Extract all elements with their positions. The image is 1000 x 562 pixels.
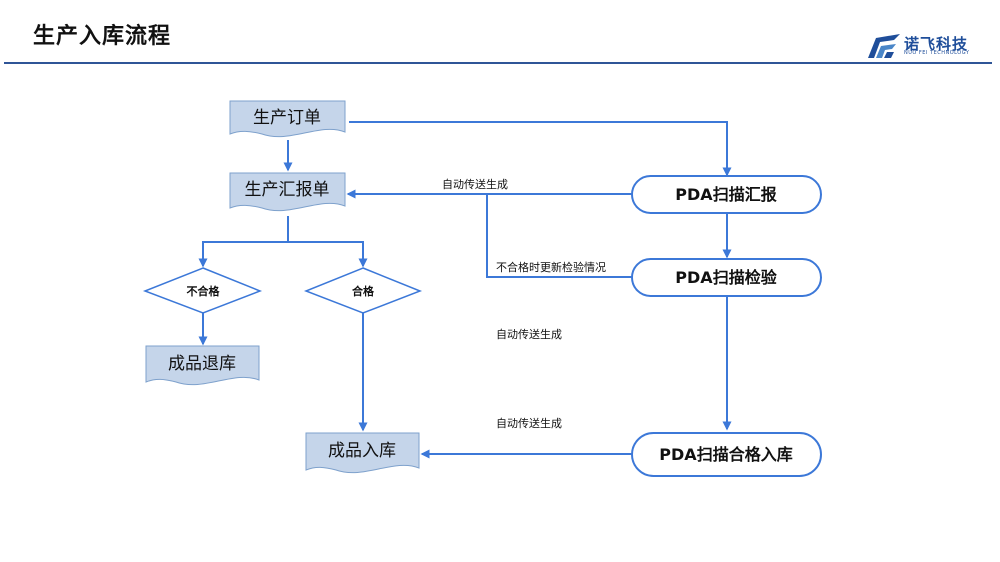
edge-report-branch [202, 216, 289, 266]
edge-report-to-qualified [288, 241, 368, 268]
doc-finished-return-label: 成品退库 [168, 354, 236, 374]
header-divider [4, 62, 992, 64]
pda-scan-inspect: PDA扫描检验 [631, 258, 822, 297]
logo-subtext: NUO FEI TECHNOLOGY [904, 50, 970, 56]
doc-finished-return: 成品退库 [145, 345, 260, 386]
page-title: 生产入库流程 [33, 24, 172, 49]
doc-finished-storage-label: 成品入库 [328, 441, 396, 461]
doc-production-report-label: 生产汇报单 [245, 180, 330, 200]
doc-production-report: 生产汇报单 [229, 172, 346, 212]
edge-order-to-pda-report [349, 121, 732, 177]
decision-unqualified-label: 不合格 [187, 284, 221, 298]
decision-unqualified: 不合格 [142, 267, 263, 314]
pda-scan-storage-label: PDA扫描合格入库 [659, 445, 792, 464]
doc-production-order-label: 生产订单 [253, 108, 321, 128]
pda-scan-report: PDA扫描汇报 [631, 175, 822, 214]
pda-scan-inspect-label: PDA扫描检验 [675, 268, 777, 287]
edge-inspect-update [486, 194, 632, 278]
doc-production-order: 生产订单 [229, 100, 346, 138]
edge-label-auto-1: 自动传送生成 [442, 177, 508, 191]
pda-scan-report-label: PDA扫描汇报 [675, 185, 776, 204]
edge-label-update-inspection: 不合格时更新检验情况 [496, 260, 606, 274]
company-logo: 诺飞科技 NUO FEI TECHNOLOGY [866, 30, 976, 62]
edge-label-auto-3: 自动传送生成 [496, 416, 562, 430]
logo-text: 诺飞科技 [904, 35, 969, 53]
logo-mark-icon [868, 34, 900, 58]
connectors [198, 121, 732, 459]
doc-finished-storage: 成品入库 [305, 432, 420, 474]
decision-qualified: 合格 [303, 267, 423, 314]
pda-scan-storage: PDA扫描合格入库 [631, 432, 822, 477]
decision-qualified-label: 合格 [352, 284, 375, 298]
edge-label-auto-2: 自动传送生成 [496, 327, 562, 341]
